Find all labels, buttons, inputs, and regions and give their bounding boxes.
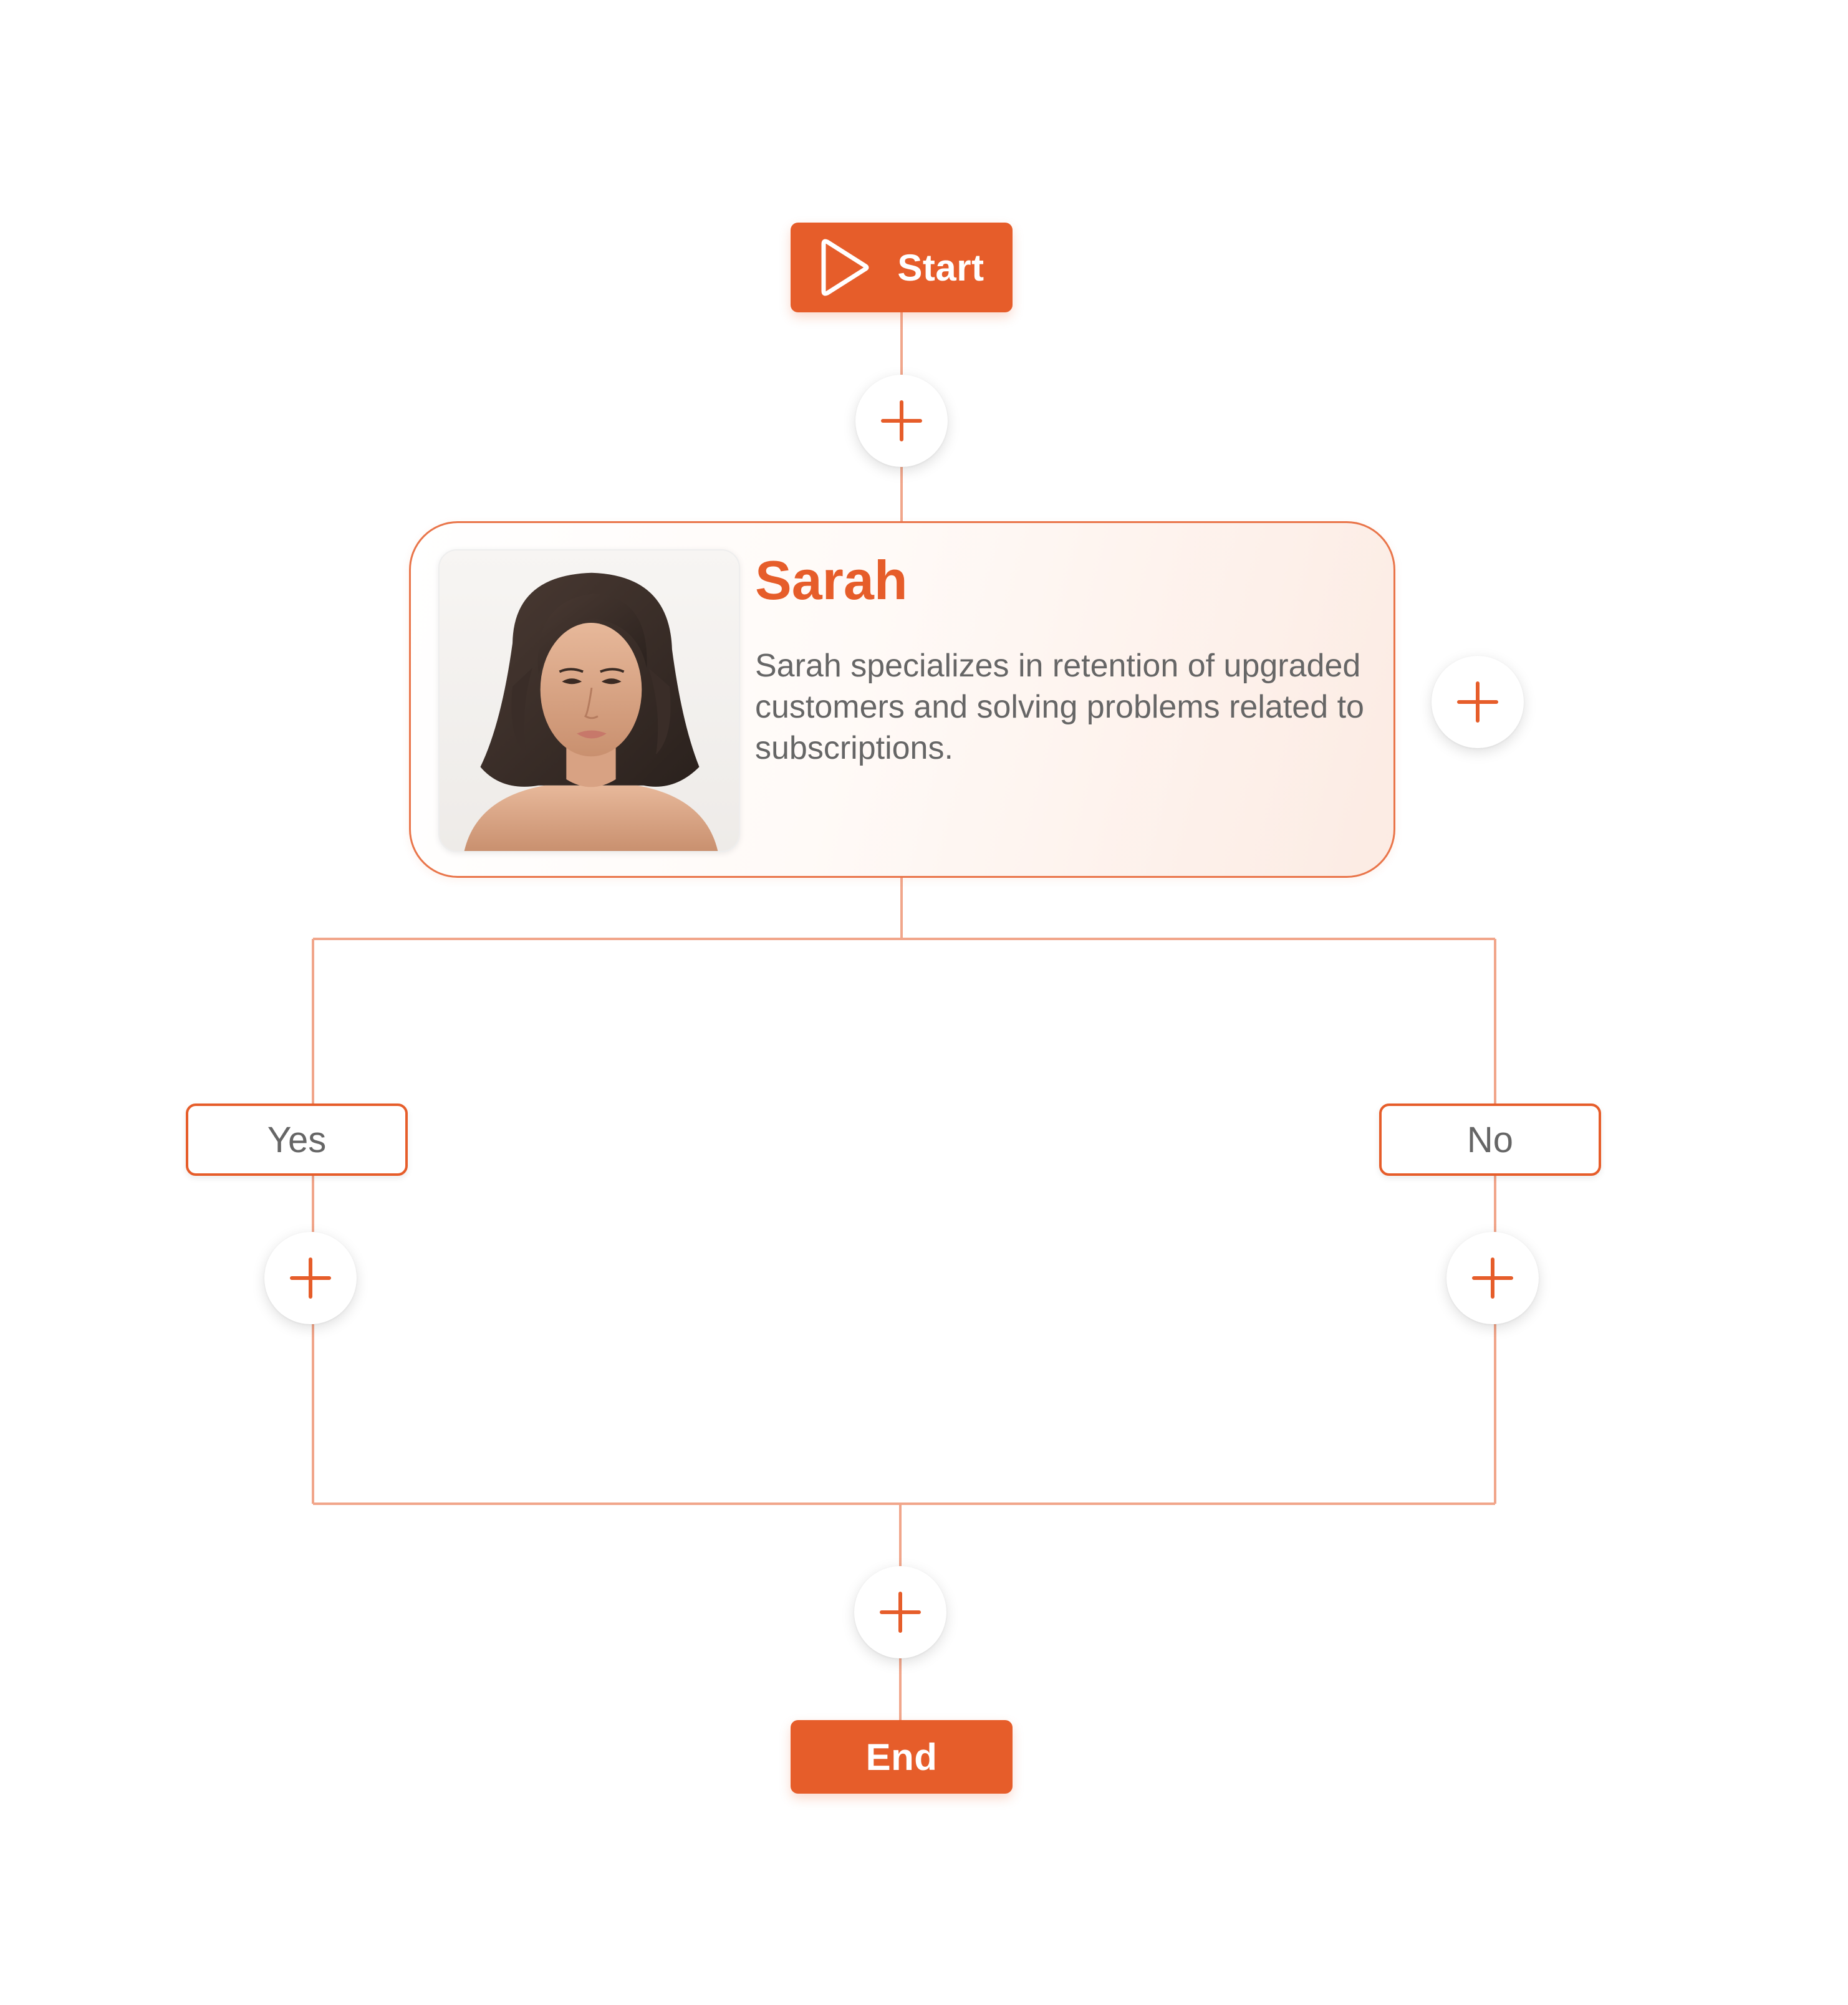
plus-icon bbox=[1457, 681, 1498, 723]
agent-card[interactable]: Sarah Sarah specializes in retention of … bbox=[409, 521, 1395, 878]
add-step-button-yes[interactable] bbox=[264, 1232, 357, 1324]
plus-icon bbox=[881, 400, 922, 441]
end-node[interactable]: End bbox=[791, 1720, 1013, 1794]
branch-no[interactable]: No bbox=[1379, 1103, 1601, 1176]
play-icon bbox=[821, 239, 869, 296]
add-step-button-side[interactable] bbox=[1432, 656, 1524, 748]
avatar-portrait bbox=[440, 551, 739, 851]
plus-icon bbox=[880, 1592, 921, 1633]
add-step-button-no[interactable] bbox=[1446, 1232, 1539, 1324]
agent-name: Sarah bbox=[755, 549, 908, 611]
plus-icon bbox=[1472, 1257, 1513, 1299]
add-step-button-before-end[interactable] bbox=[854, 1566, 946, 1658]
start-node[interactable]: Start bbox=[791, 223, 1013, 312]
plus-icon bbox=[290, 1257, 331, 1299]
end-label: End bbox=[865, 1736, 938, 1778]
start-label: Start bbox=[897, 246, 984, 289]
agent-avatar bbox=[438, 549, 740, 852]
add-step-button-after-start[interactable] bbox=[855, 375, 948, 467]
agent-description: Sarah specializes in retention of upgrad… bbox=[755, 648, 1364, 766]
branch-no-label: No bbox=[1466, 1119, 1514, 1160]
branch-yes[interactable]: Yes bbox=[186, 1103, 408, 1176]
branch-yes-label: Yes bbox=[267, 1119, 327, 1160]
